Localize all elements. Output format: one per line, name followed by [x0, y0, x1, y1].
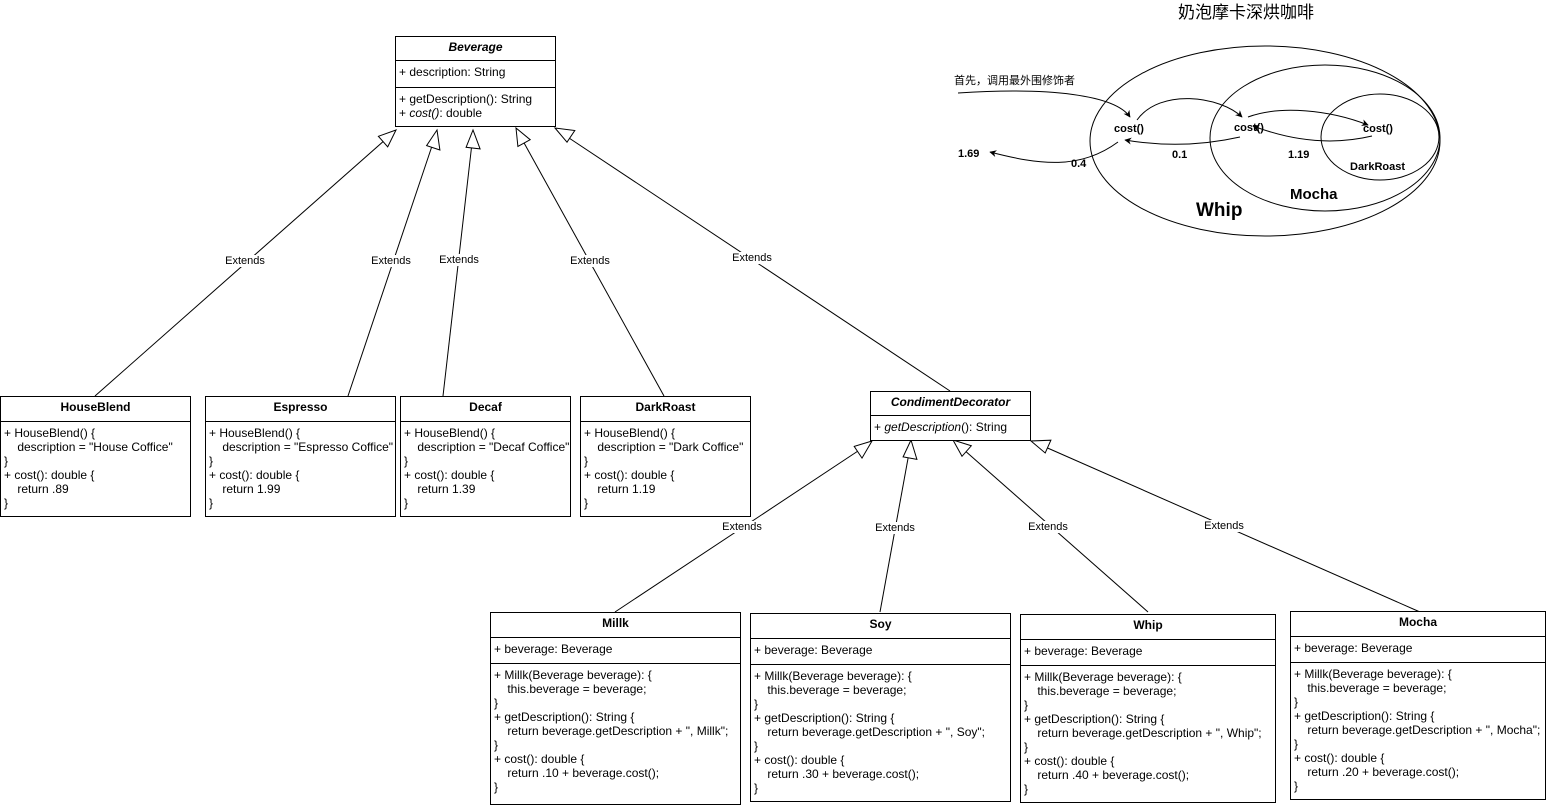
class-darkroast: DarkRoast + HouseBlend() { description =… [580, 396, 751, 517]
class-name: Beverage [396, 37, 555, 61]
class-whip: Whip + beverage: Beverage + Millk(Bevera… [1020, 614, 1276, 803]
class-attributes: + description: String [396, 61, 555, 88]
class-name: Soy [751, 614, 1010, 639]
arrowhead-condiment [553, 127, 576, 144]
edge-label-darkroast: Extends [569, 255, 611, 267]
class-beverage: Beverage + description: String + getDesc… [395, 36, 556, 127]
arrowhead-whip [951, 439, 973, 458]
whip-label: Whip [1196, 200, 1243, 221]
class-attributes: + beverage: Beverage [1291, 637, 1545, 663]
arrowhead-millk [853, 440, 874, 460]
darkroast-label: DarkRoast [1350, 161, 1406, 173]
class-name: Whip [1021, 615, 1275, 640]
mocha-label: Mocha [1290, 186, 1338, 203]
edge-darkroast [522, 140, 665, 397]
whip-cost-call: cost() [1114, 123, 1144, 135]
arrowhead-espresso [425, 128, 441, 151]
edge-label-whip: Extends [1027, 521, 1069, 533]
class-name: CondimentDecorator [871, 392, 1030, 416]
class-name: Espresso [206, 397, 395, 422]
darkroast-cost-value: 1.19 [1288, 149, 1310, 161]
wrap-title: 奶泡摩卡深烘咖啡 [1178, 3, 1314, 22]
class-attributes: + beverage: Beverage [751, 639, 1010, 665]
arrowhead-soy [902, 438, 918, 461]
class-name: Millk [491, 613, 740, 638]
mocha-cost-call: cost() [1234, 122, 1264, 134]
edge-label-millk: Extends [721, 521, 763, 533]
call-note: 首先，调用最外围修饰者 [954, 75, 1075, 87]
edge-espresso [347, 142, 434, 397]
class-houseblend: HouseBlend + HouseBlend() { description … [0, 396, 191, 517]
class-methods: + Millk(Beverage beverage): { this.bever… [1294, 667, 1541, 793]
class-methods: + HouseBlend() { description = "Espresso… [209, 426, 394, 510]
edge-label-mocha: Extends [1203, 520, 1245, 532]
class-mocha: Mocha + beverage: Beverage + Millk(Bever… [1290, 611, 1546, 800]
method-get-description: + getDescription(): String [399, 92, 533, 106]
whip-cost-value: 0.4 [1071, 158, 1087, 170]
class-methods: + Millk(Beverage beverage): { this.bever… [494, 668, 729, 794]
edge-label-condiment: Extends [731, 252, 773, 264]
arrowhead-decaf [465, 128, 481, 150]
arrowhead-mocha [1029, 439, 1052, 454]
arrowhead-darkroast [515, 126, 532, 148]
class-millk: Millk + beverage: Beverage + Millk(Bever… [490, 612, 741, 805]
result-value: 1.69 [958, 148, 980, 160]
class-methods: + Millk(Beverage beverage): { this.bever… [1024, 670, 1262, 796]
edge-label-soy: Extends [874, 522, 916, 534]
method-cost: + cost(): double [399, 106, 483, 120]
edge-label-espresso: Extends [370, 255, 412, 267]
darkroast-cost-call: cost() [1363, 123, 1393, 135]
class-name: HouseBlend [1, 397, 190, 422]
class-methods: + HouseBlend() { description = "House Co… [4, 426, 173, 510]
class-soy: Soy + beverage: Beverage + Millk(Beverag… [750, 613, 1011, 802]
edge-label-decaf: Extends [438, 254, 480, 266]
class-attributes: + beverage: Beverage [491, 638, 740, 664]
class-decaf: Decaf + HouseBlend() { description = "De… [400, 396, 571, 517]
class-methods: + getDescription(): String [874, 420, 1008, 434]
class-condiment-decorator: CondimentDecorator + getDescription(): S… [870, 391, 1031, 441]
class-name: DarkRoast [581, 397, 750, 422]
class-methods: + HouseBlend() { description = "Decaf Co… [404, 426, 570, 510]
edge-label-houseblend: Extends [224, 255, 266, 267]
edge-houseblend [94, 138, 387, 397]
class-methods: + Millk(Beverage beverage): { this.bever… [754, 669, 985, 795]
class-name: Decaf [401, 397, 570, 422]
class-attributes: + beverage: Beverage [1021, 640, 1275, 666]
class-methods: + getDescription(): String + cost(): dou… [396, 88, 555, 120]
mocha-cost-value: 0.1 [1172, 149, 1188, 161]
class-espresso: Espresso + HouseBlend() { description = … [205, 396, 396, 517]
class-name: Mocha [1291, 612, 1545, 637]
class-methods: + HouseBlend() { description = "Dark Cof… [584, 426, 744, 510]
edge-decaf [442, 142, 473, 397]
arrowhead-houseblend [377, 129, 397, 148]
